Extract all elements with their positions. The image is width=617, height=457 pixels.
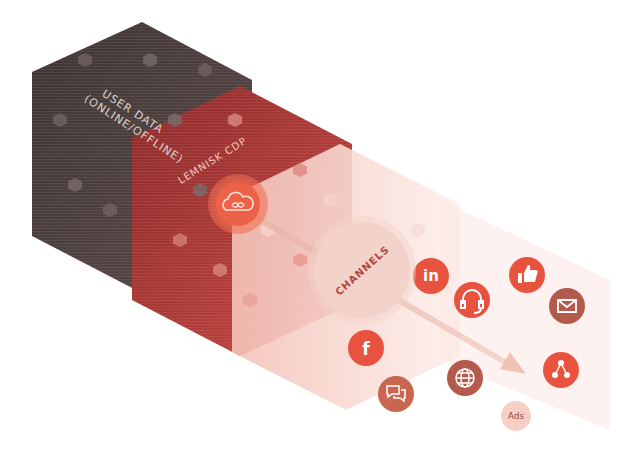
channel-trail [440, 200, 610, 430]
headset-icon [454, 282, 490, 318]
share-glyph [552, 360, 570, 378]
cloud-icon [223, 193, 253, 210]
floating-cube [53, 113, 67, 127]
floating-cube [193, 183, 207, 197]
icon-letter: f [362, 339, 369, 359]
linkedin-icon [413, 258, 449, 294]
channels-cube [232, 144, 460, 410]
channels-circle: CHANNELS [314, 222, 410, 318]
node-text: CHANNELS [332, 242, 392, 298]
floating-cube [323, 193, 337, 207]
icon-letter: in [423, 267, 439, 285]
globe-glyph [456, 369, 474, 387]
ads-label: Ads [508, 411, 524, 421]
floating-cube [411, 223, 425, 237]
floating-cube [78, 53, 92, 67]
cdp-glow [208, 174, 268, 234]
floating-cube [228, 113, 242, 127]
floating-cube [213, 263, 227, 277]
infinity-icon [232, 203, 244, 208]
facebook-icon [348, 330, 384, 366]
headset-glyph [461, 290, 483, 313]
globe-icon [447, 360, 483, 396]
email-icon [549, 288, 585, 324]
floating-cube [143, 53, 157, 67]
chat-glyph [387, 386, 405, 401]
cloud-badge [216, 182, 260, 226]
floating-cube [293, 253, 307, 267]
floating-cubes [53, 53, 425, 307]
floating-cube [68, 178, 82, 192]
ads-icon [501, 401, 531, 431]
floating-cube [293, 163, 307, 177]
envelope-glyph [558, 300, 576, 312]
thumb-glyph [518, 265, 538, 283]
floating-cube [103, 203, 117, 217]
floating-cube [173, 233, 187, 247]
share-icon [543, 352, 579, 388]
like-icon [509, 257, 545, 293]
floating-cube [243, 293, 257, 307]
floating-cube [168, 113, 182, 127]
chat-icon [378, 376, 414, 412]
floating-cube [198, 63, 212, 77]
flow-arrowhead [500, 352, 526, 374]
share-lines [555, 363, 567, 375]
